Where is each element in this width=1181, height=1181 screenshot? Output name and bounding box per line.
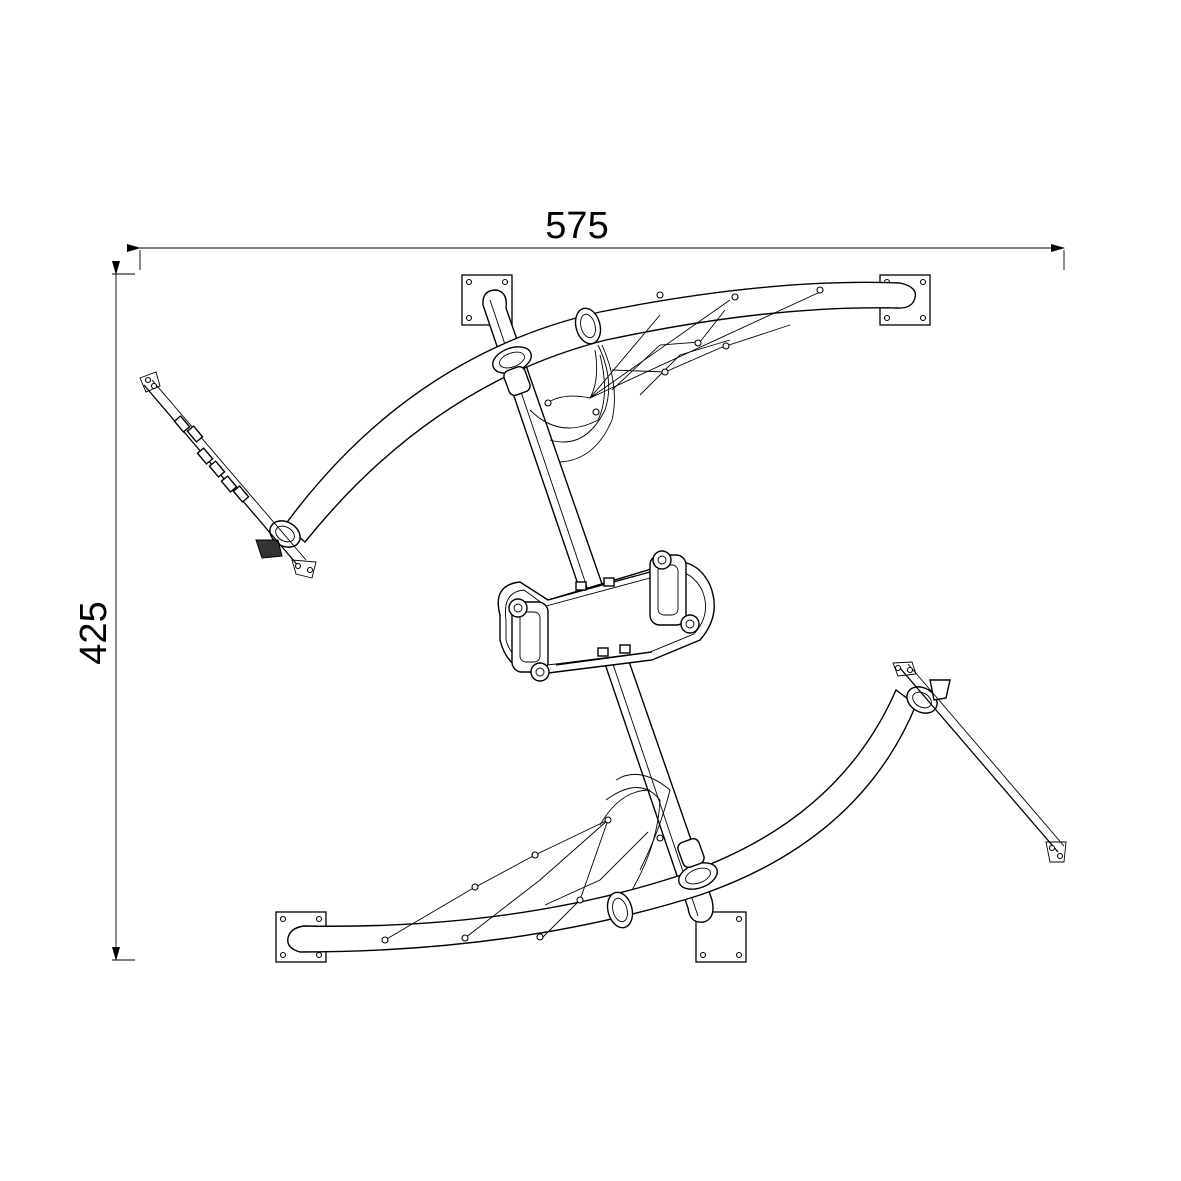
clamp-upper-1 xyxy=(574,307,602,345)
lower-climbing-net xyxy=(381,773,671,944)
width-dimension-label: 575 xyxy=(545,205,608,247)
upper-curved-arch xyxy=(284,281,917,543)
height-dimension: 425 xyxy=(73,261,135,961)
clamp-upper-2 xyxy=(492,346,532,396)
right-arm-rod xyxy=(892,661,1067,863)
clamp-lower-1 xyxy=(606,891,634,929)
center-platform xyxy=(497,550,715,682)
left-ladder-arm xyxy=(139,371,317,579)
width-dimension: 575 xyxy=(127,205,1065,270)
clamp-lower-2 xyxy=(677,838,718,890)
height-dimension-label: 425 xyxy=(73,601,115,664)
clamp-lower-arch-end xyxy=(906,679,951,714)
upper-climbing-net xyxy=(529,286,824,463)
lower-curved-arch xyxy=(287,688,917,953)
